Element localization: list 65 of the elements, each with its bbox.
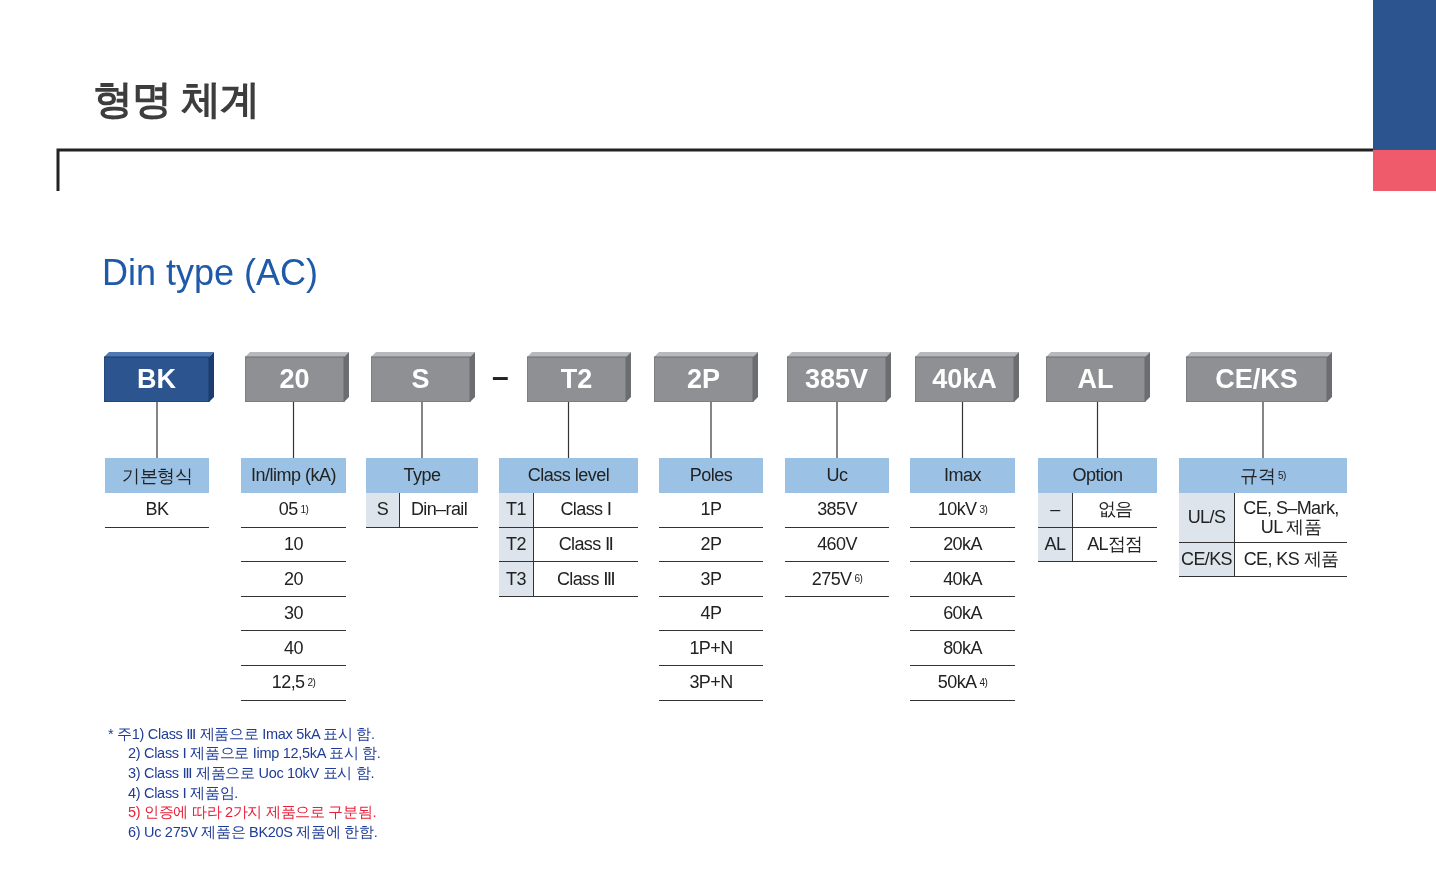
code-meaning: CE, KS 제품 (1235, 543, 1347, 577)
code-value: 50kA$^{4)}$ (910, 666, 1015, 701)
code-key: S (366, 493, 400, 528)
code-value: 12,5$^{2)}$ (241, 666, 346, 701)
code-value: 30 (241, 596, 346, 632)
code-value: 40 (241, 631, 346, 666)
code-value: 3P (659, 562, 763, 597)
page-title: 형명 체계 (93, 76, 260, 123)
code-key: T3 (499, 562, 534, 597)
footnote: 2) Class Ⅰ 제품으로 Iimp 12,5kA 표시 함. (128, 744, 381, 763)
code-value: BK (105, 493, 209, 528)
code-value: 3P+N (659, 666, 763, 701)
code-value: 1P (659, 493, 763, 528)
code-value: 05$^{1)}$ (241, 493, 346, 528)
code-meaning: Class Ⅲ (534, 562, 638, 597)
connector-line (421, 401, 423, 459)
code-key: T1 (499, 493, 534, 528)
code-value: 20 (241, 562, 346, 597)
code-key: – (1038, 493, 1073, 528)
connector-line (156, 401, 158, 459)
code-meaning: Din–rail (400, 493, 478, 528)
footnote: 6) Uc 275V 제품은 BK20S 제품에 한함. (128, 823, 378, 842)
code-value: 1P+N (659, 631, 763, 666)
code-value: 385V (785, 493, 889, 528)
footnote: 3) Class Ⅲ 제품으로 Uoc 10kV 표시 함. (128, 764, 375, 783)
connector-line (567, 401, 570, 459)
column-header: Option (1038, 458, 1157, 493)
footnote: 5) 인증에 따라 2가지 제품으로 구분됨. (128, 803, 377, 822)
code-value: 80kA (910, 631, 1015, 666)
footnote: 4) Class Ⅰ 제품임. (128, 784, 239, 803)
connector-line (1262, 401, 1264, 459)
column-header: Poles (659, 458, 763, 493)
code-key: UL/S (1179, 493, 1235, 543)
code-value: 40kA (910, 562, 1015, 597)
code-value: 10kV$^{3)}$ (910, 493, 1015, 528)
column-header: 규격$^{5)}$ (1179, 458, 1347, 493)
column-header: Imax (910, 458, 1015, 493)
column-header: Uc (785, 458, 889, 493)
code-value: 275V$^{6)}$ (785, 562, 889, 597)
code-meaning: CE, S–Mark, UL 제품 (1235, 493, 1347, 543)
code-meaning: 없음 (1073, 493, 1157, 528)
connector-line (961, 401, 964, 459)
code-key: CE/KS (1179, 543, 1235, 577)
column-header: 기본형식 (105, 458, 209, 493)
code-key: AL (1038, 527, 1073, 563)
code-value: 20kA (910, 527, 1015, 563)
code-value: 460V (785, 527, 889, 563)
section-heading: Din type (AC) (102, 252, 319, 294)
connector-line (292, 401, 295, 459)
code-value: 60kA (910, 596, 1015, 632)
connector-line (710, 401, 712, 459)
column-header: In/limp (kA) (241, 458, 346, 493)
code-meaning: Class Ⅱ (534, 527, 638, 563)
code-value: 4P (659, 596, 763, 632)
connector-line (836, 401, 838, 459)
code-meaning: Class Ⅰ (534, 493, 638, 528)
column-header: Class level (499, 458, 638, 493)
code-key: T2 (499, 527, 534, 563)
code-meaning: AL접점 (1073, 527, 1157, 563)
separator-dash: – (492, 360, 509, 394)
footnote: * 주1) Class Ⅲ 제품으로 Imax 5kA 표시 함. (108, 725, 375, 744)
column-header: Type (366, 458, 478, 493)
connector-line (1096, 401, 1099, 459)
code-value: 10 (241, 527, 346, 563)
code-value: 2P (659, 527, 763, 563)
